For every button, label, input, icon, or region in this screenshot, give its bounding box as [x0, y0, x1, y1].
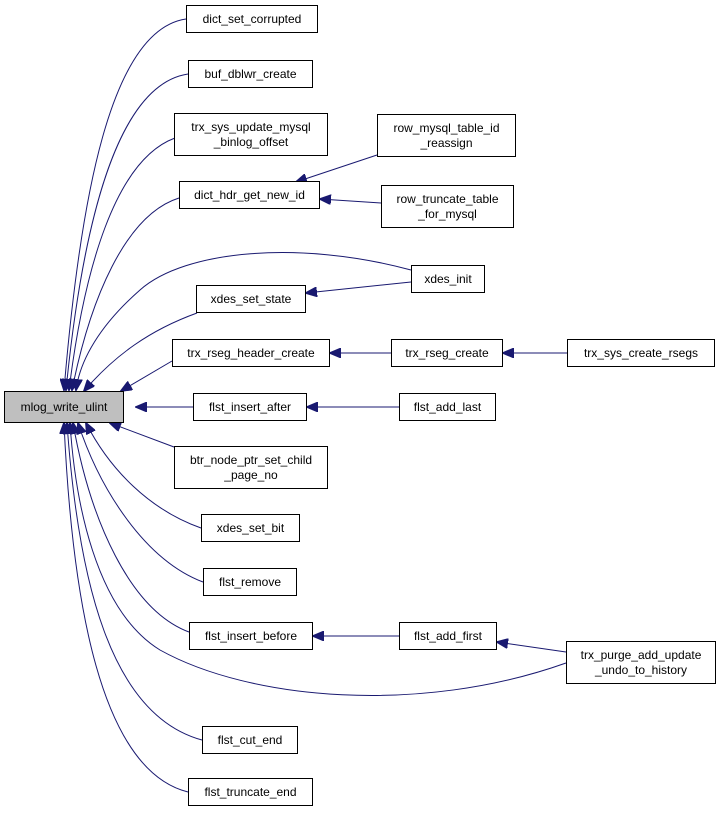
edge-flst-remove-to-mlog-write-ulint	[78, 423, 204, 583]
edges	[64, 18, 567, 793]
node-trx-rseg-header-create[interactable]: trx_rseg_header_create	[172, 339, 330, 367]
edge-buf-dblwr-create-to-mlog-write-ulint	[66, 73, 189, 390]
node-dict-hdr-get-new-id[interactable]: dict_hdr_get_new_id	[179, 181, 320, 209]
node-row-truncate-table-for-mysql[interactable]: row_truncate_table _for_mysql	[381, 185, 514, 228]
edge-xdes-set-state-to-mlog-write-ulint	[84, 312, 198, 391]
node-flst-insert-after[interactable]: flst_insert_after	[193, 393, 307, 421]
edge-trx-purge-add-update-undo-to-history-to-flst-add-first	[497, 642, 567, 653]
edge-trx-purge-add-update-undo-to-history-to-mlog-write-ulint	[70, 423, 567, 696]
edge-trx-rseg-header-create-to-mlog-write-ulint	[121, 360, 173, 391]
node-xdes-init[interactable]: xdes_init	[411, 265, 485, 293]
node-trx-sys-update-mysql-binlog-offset[interactable]: trx_sys_update_mysql _binlog_offset	[174, 113, 328, 156]
edge-xdes-set-bit-to-mlog-write-ulint	[86, 423, 202, 529]
node-btr-node-ptr-set-child-page-no[interactable]: btr_node_ptr_set_child _page_no	[174, 446, 328, 489]
node-flst-add-last[interactable]: flst_add_last	[399, 393, 496, 421]
node-flst-remove[interactable]: flst_remove	[203, 568, 297, 596]
edge-xdes-init-to-xdes-set-state	[306, 281, 412, 293]
edge-flst-cut-end-to-mlog-write-ulint	[67, 423, 203, 741]
node-flst-insert-before[interactable]: flst_insert_before	[189, 622, 313, 650]
node-row-mysql-table-id-reassign[interactable]: row_mysql_table_id _reassign	[377, 114, 516, 157]
node-dict-set-corrupted[interactable]: dict_set_corrupted	[186, 5, 318, 33]
node-trx-sys-create-rsegs[interactable]: trx_sys_create_rsegs	[567, 339, 715, 367]
node-trx-purge-add-update-undo-to-history[interactable]: trx_purge_add_update _undo_to_history	[566, 641, 716, 684]
edge-dict-hdr-get-new-id-to-mlog-write-ulint	[72, 197, 180, 390]
edge-flst-truncate-end-to-mlog-write-ulint	[64, 423, 189, 793]
node-mlog-write-ulint[interactable]: mlog_write_ulint	[4, 391, 124, 423]
node-trx-rseg-create[interactable]: trx_rseg_create	[391, 339, 503, 367]
edge-dict-set-corrupted-to-mlog-write-ulint	[64, 18, 187, 390]
node-flst-add-first[interactable]: flst_add_first	[399, 622, 497, 650]
edge-xdes-init-to-mlog-write-ulint	[76, 252, 412, 390]
node-xdes-set-bit[interactable]: xdes_set_bit	[201, 514, 300, 542]
node-xdes-set-state[interactable]: xdes_set_state	[196, 285, 306, 313]
node-flst-truncate-end[interactable]: flst_truncate_end	[188, 778, 313, 806]
edge-row-truncate-table-for-mysql-to-dict-hdr-get-new-id	[320, 199, 382, 203]
edge-row-mysql-table-id-reassign-to-dict-hdr-get-new-id	[296, 154, 378, 182]
node-flst-cut-end[interactable]: flst_cut_end	[202, 726, 298, 754]
edge-flst-insert-before-to-mlog-write-ulint	[73, 423, 190, 633]
edge-btr-node-ptr-set-child-page-no-to-mlog-write-ulint	[110, 423, 175, 448]
node-buf-dblwr-create[interactable]: buf_dblwr_create	[188, 60, 313, 88]
edge-trx-sys-update-mysql-binlog-offset-to-mlog-write-ulint	[69, 137, 176, 390]
